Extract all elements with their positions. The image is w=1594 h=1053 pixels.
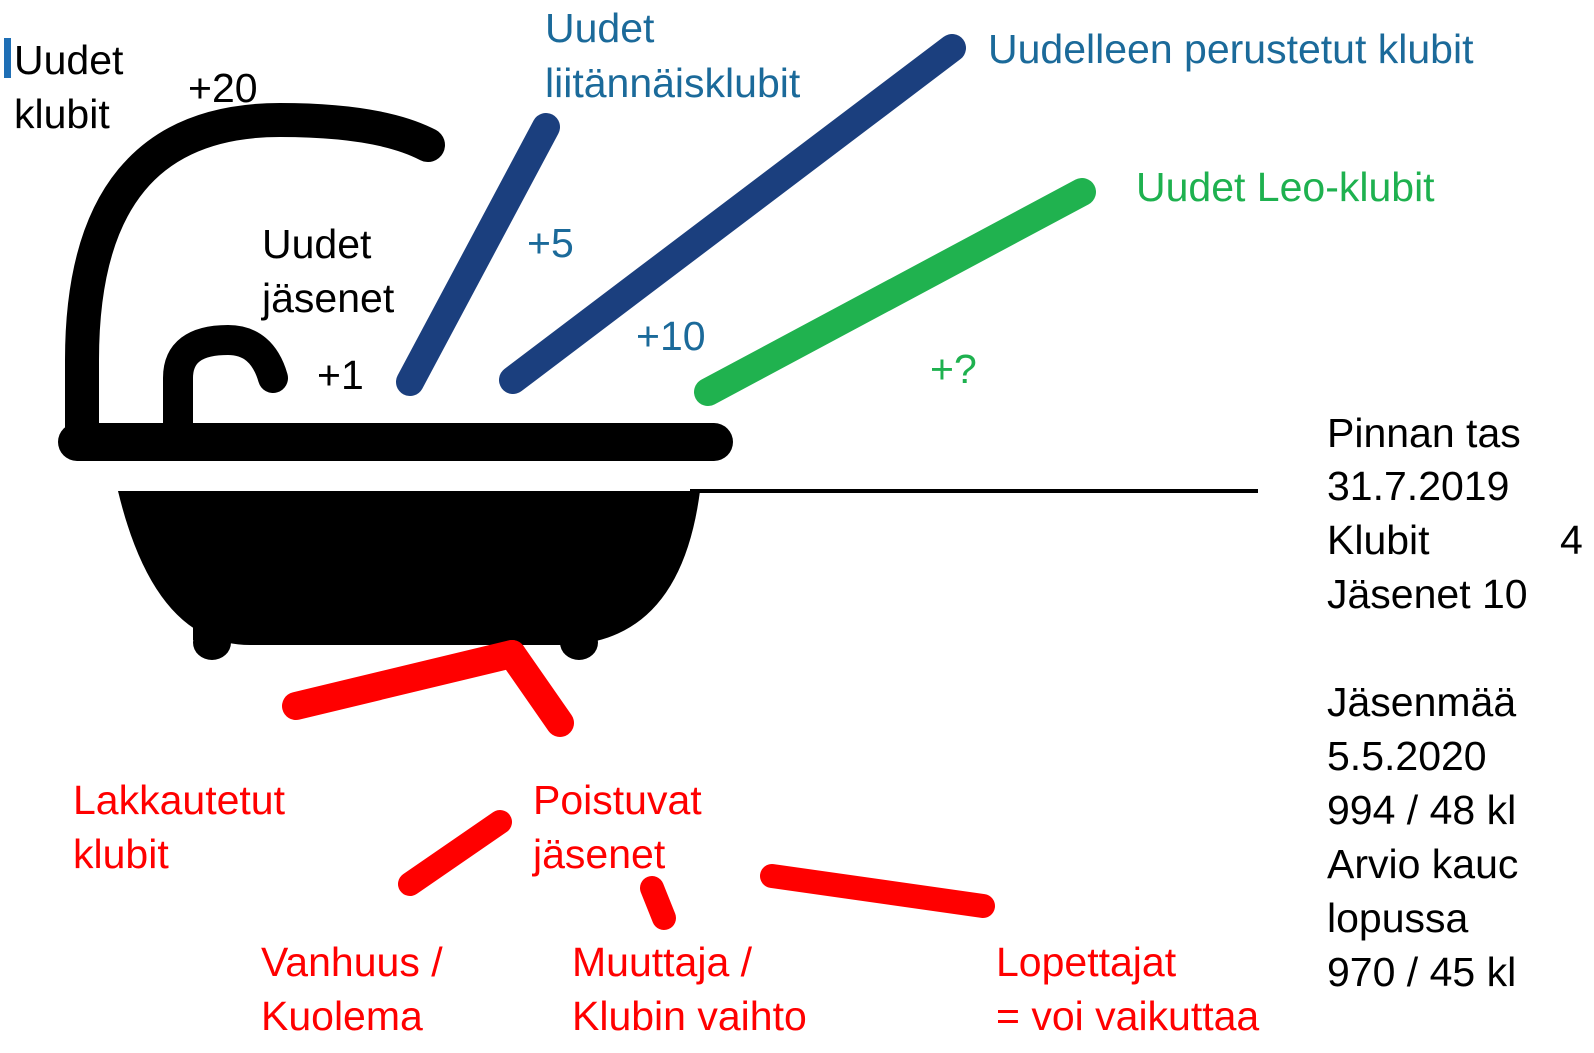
- slide-accent-bar: [4, 38, 11, 78]
- movers-label-line-1: Muuttaja /: [572, 939, 753, 985]
- level-line-3: Klubit: [1327, 517, 1430, 563]
- members-line-2: 5.5.2020: [1327, 733, 1487, 779]
- leaving-members-label-line-2: jäsenet: [532, 831, 666, 877]
- big-faucet-arch: [65, 102, 445, 449]
- quitters-label-line-2: = voi vaikuttaa: [996, 993, 1259, 1039]
- refounded-clubs-stick: [499, 34, 966, 394]
- members-line-3: 994 / 48 kl: [1327, 787, 1516, 833]
- tub-body: [118, 491, 700, 645]
- members-line-4: Arvio kauc: [1327, 841, 1518, 887]
- old-age-stick: [398, 810, 512, 896]
- members-line-6: 970 / 45 kl: [1327, 949, 1516, 995]
- leo-clubs-value: +?: [930, 346, 977, 392]
- level-line-2: 31.7.2019: [1327, 463, 1509, 509]
- level-clubs-tail: 4: [1560, 517, 1583, 563]
- refounded-clubs-value: +10: [636, 313, 706, 359]
- movers-stick: [640, 876, 676, 930]
- leo-clubs-stick: [694, 178, 1096, 406]
- quitters-stick: [760, 864, 995, 918]
- small-faucet: [163, 324, 288, 447]
- members-line-1: Jäsenmää: [1327, 679, 1516, 725]
- closed-clubs-label-line-2: klubit: [73, 831, 169, 877]
- old-age-label-line-2: Kuolema: [261, 993, 423, 1039]
- branch-clubs-label-line-2: liitännäisklubit: [545, 60, 801, 106]
- level-line-4: Jäsenet 10: [1327, 571, 1528, 617]
- leaving-members-stick: [498, 640, 574, 737]
- leo-clubs-label: Uudet Leo-klubit: [1136, 164, 1435, 210]
- branch-clubs-stick: [396, 113, 560, 396]
- new-clubs-label-line-1: Uudet: [14, 37, 124, 83]
- members-line-5: lopussa: [1327, 895, 1469, 941]
- branch-clubs-value: +5: [527, 220, 574, 266]
- new-clubs-label-line-2: klubit: [14, 91, 110, 137]
- closed-clubs-stick: [282, 640, 526, 720]
- closed-clubs-label-line-1: Lakkautetut: [73, 777, 286, 823]
- leaving-members-label-line-1: Poistuvat: [533, 777, 702, 823]
- new-members-label-line-2: jäsenet: [261, 275, 395, 321]
- tub-rim: [58, 423, 733, 461]
- old-age-label-line-1: Vanhuus /: [261, 939, 443, 985]
- new-members-value: +1: [317, 352, 364, 398]
- quitters-label-line-1: Lopettajat: [996, 939, 1177, 985]
- movers-label-line-2: Klubin vaihto: [572, 993, 807, 1039]
- branch-clubs-label-line-1: Uudet: [545, 5, 655, 51]
- new-members-label-line-1: Uudet: [262, 221, 372, 267]
- level-line-1: Pinnan tas: [1327, 410, 1521, 456]
- refounded-clubs-label: Uudelleen perustetut klubit: [988, 26, 1474, 72]
- new-clubs-value: +20: [188, 65, 258, 111]
